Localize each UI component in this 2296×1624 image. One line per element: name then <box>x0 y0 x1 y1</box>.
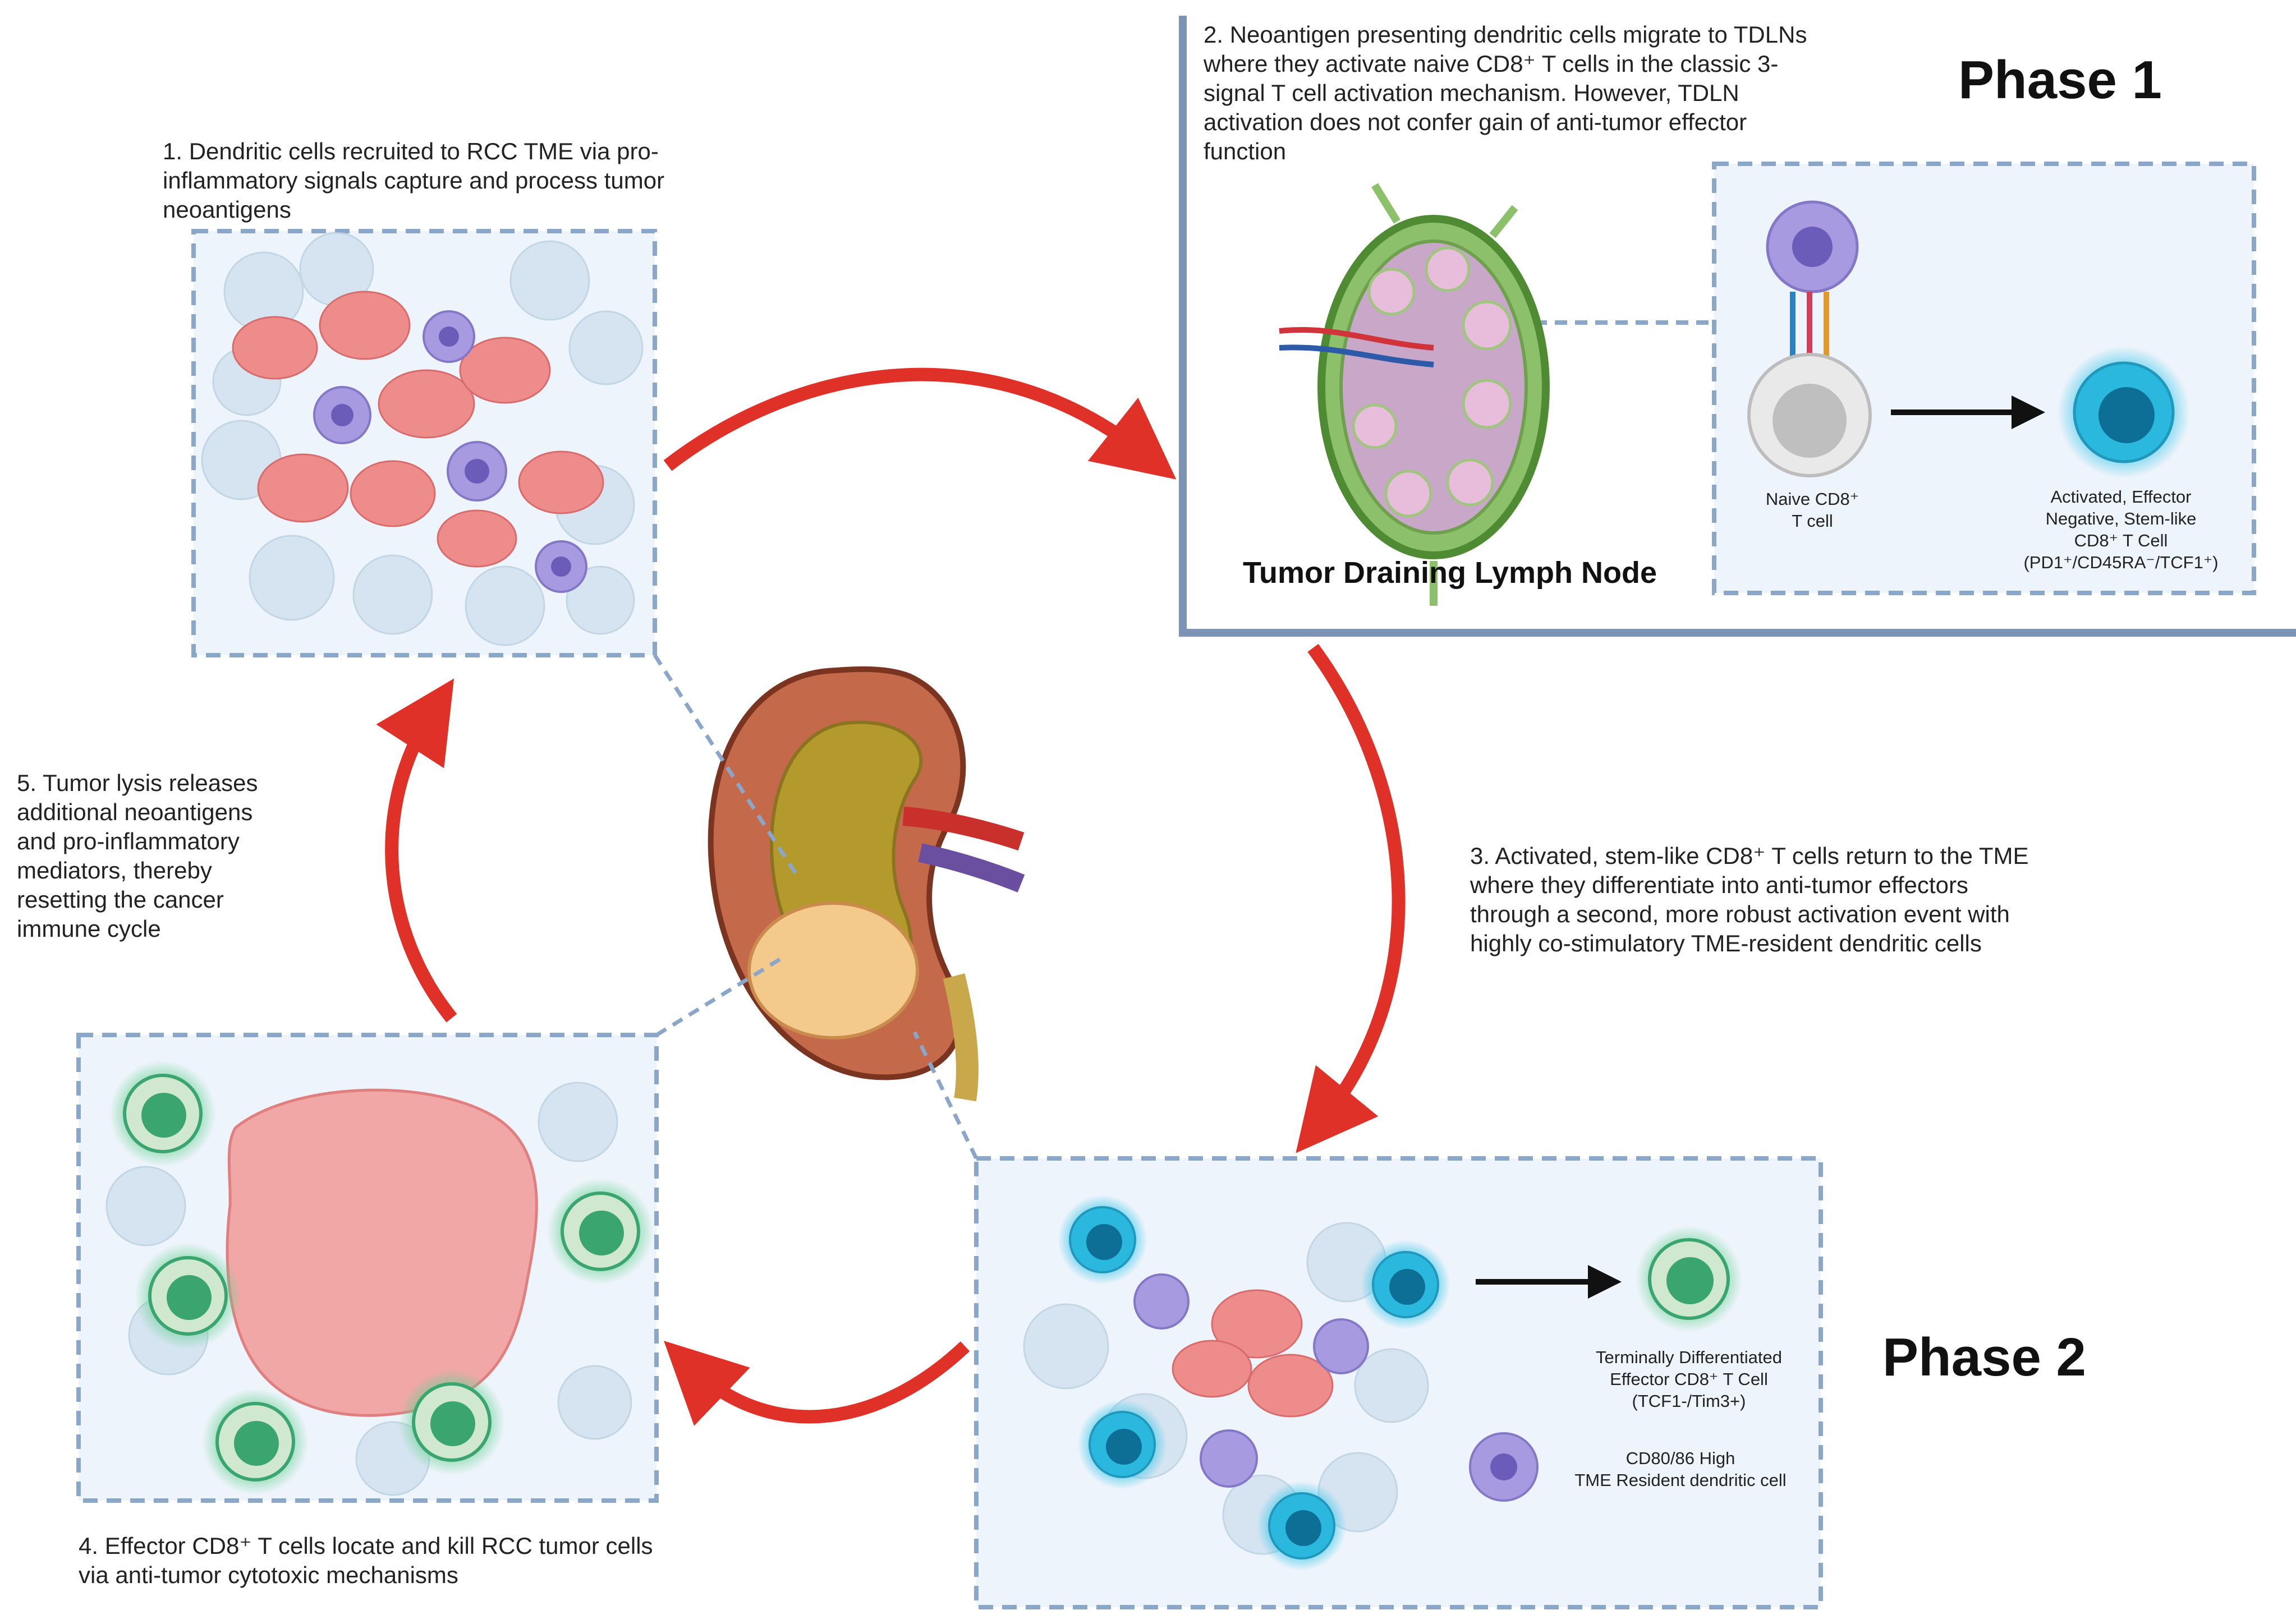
step-3-caption: 3. Activated, stem-like CD8⁺ T cells ret… <box>1470 843 2029 956</box>
step-1-caption: 1. Dendritic cells recruited to RCC TME … <box>163 138 665 223</box>
panel-3-tme-reactivation <box>974 1156 1823 1609</box>
panel-2-activation-inset <box>1535 162 2256 595</box>
background-cells <box>201 232 644 646</box>
activated-t-cell-label: Activated, Effector Negative, Stem-like … <box>2023 487 2219 572</box>
dc-high-label: CD80/86 High TME Resident dendritic cell <box>1574 1448 1787 1490</box>
arrow-step1-to-step2 <box>663 367 1177 480</box>
arrow-step3-to-step4 <box>664 1341 970 1426</box>
phase-2-label: Phase 2 <box>1882 1327 2086 1387</box>
phase-1-label: Phase 1 <box>1958 50 2162 110</box>
panel-1-tme-dendritic-capture <box>191 229 657 657</box>
rcc-tumor <box>747 901 919 1039</box>
terminal-effector-label: Terminally Differentiated Effector CD8⁺ … <box>1596 1347 1782 1411</box>
naive-t-cell-label: Naive CD8⁺ T cell <box>1765 489 1859 531</box>
step-2-caption: 2. Neoantigen presenting dendritic cells… <box>1204 21 1807 164</box>
kidney-illustration <box>708 666 1025 1102</box>
arrow-step2-to-step3 <box>1296 643 1406 1153</box>
panel-4-tumor-killing <box>76 1033 659 1503</box>
phase1-frame <box>1179 16 2296 637</box>
tumor-mass <box>226 1088 538 1417</box>
step-5-caption: 5. Tumor lysis releases additional neoan… <box>17 770 258 942</box>
step-4-caption: 4. Effector CD8⁺ T cells locate and kill… <box>79 1533 653 1588</box>
arrow-step4-to-step1 <box>376 678 457 1023</box>
lymph-node-title: Tumor Draining Lymph Node <box>1243 556 1657 590</box>
tumor-clusters <box>232 291 604 568</box>
lymph-node-illustration <box>1279 183 1550 606</box>
